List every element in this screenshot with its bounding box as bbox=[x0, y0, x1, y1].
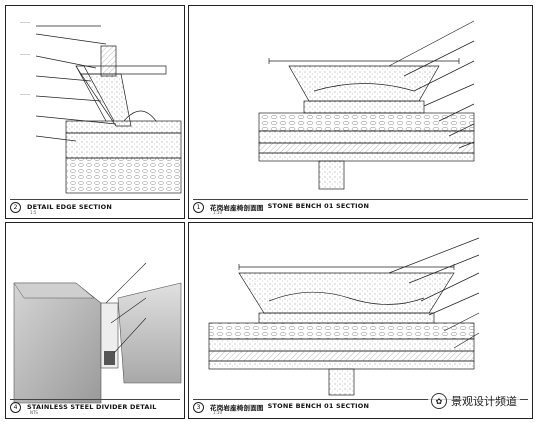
watermark-text: 景观设计频道 bbox=[451, 395, 517, 408]
wechat-icon: ✿ bbox=[431, 393, 447, 409]
drawing-number: 3 bbox=[193, 401, 204, 413]
drawing-title-en: STONE BENCH 01 SECTION bbox=[267, 402, 370, 410]
drawing-scale: 1:10 bbox=[213, 210, 222, 215]
drawing-title-cn: 花岗岩座椅剖面图 bbox=[210, 204, 264, 212]
drawing-number: 2 bbox=[10, 201, 21, 213]
drawing-title: STAINLESS STEEL DIVIDER DETAIL bbox=[27, 403, 157, 411]
drawing-scale: 1:10 bbox=[213, 410, 222, 415]
bench-section-drawing-top bbox=[258, 20, 475, 190]
panel-stone-bench-section-top: 1 花岗岩座椅剖面图 STONE BENCH 01 SECTION 1:10 bbox=[188, 5, 533, 219]
drawing-number: 4 bbox=[10, 401, 21, 413]
drawing-title: DETAIL EDGE SECTION bbox=[27, 203, 113, 211]
panel-detail-edge-section: ——— ——— ——— 2 DETAIL EDGE SECTION 1:5 bbox=[5, 5, 185, 219]
title-block: 2 DETAIL EDGE SECTION 1:5 bbox=[10, 199, 180, 215]
drawing-title-en: STONE BENCH 01 SECTION bbox=[267, 202, 370, 210]
edge-section-drawing bbox=[35, 25, 182, 194]
title-block: 1 花岗岩座椅剖面图 STONE BENCH 01 SECTION 1:10 bbox=[193, 199, 528, 215]
drawing-scale: 1:5 bbox=[30, 210, 37, 215]
divider-detail-drawing bbox=[13, 262, 182, 404]
bench-section-drawing-bottom bbox=[208, 237, 480, 396]
watermark: ✿ 景观设计频道 bbox=[428, 392, 520, 410]
panel-stone-bench-section-bottom: 3 花岗岩座椅剖面图 STONE BENCH 01 SECTION 1:10 ✿… bbox=[188, 222, 533, 419]
annotation: ——— bbox=[20, 92, 31, 96]
panel-stainless-steel-divider-detail: 4 STAINLESS STEEL DIVIDER DETAIL NTS bbox=[5, 222, 185, 419]
annotation: ——— bbox=[20, 52, 31, 56]
drawing-title-cn: 花岗岩座椅剖面图 bbox=[210, 404, 264, 412]
title-block: 4 STAINLESS STEEL DIVIDER DETAIL NTS bbox=[10, 399, 180, 415]
annotation: ——— bbox=[20, 20, 31, 24]
drawing-number: 1 bbox=[193, 201, 204, 213]
drawing-scale: NTS bbox=[30, 410, 38, 415]
title-block: 3 花岗岩座椅剖面图 STONE BENCH 01 SECTION 1:10 bbox=[193, 399, 528, 415]
